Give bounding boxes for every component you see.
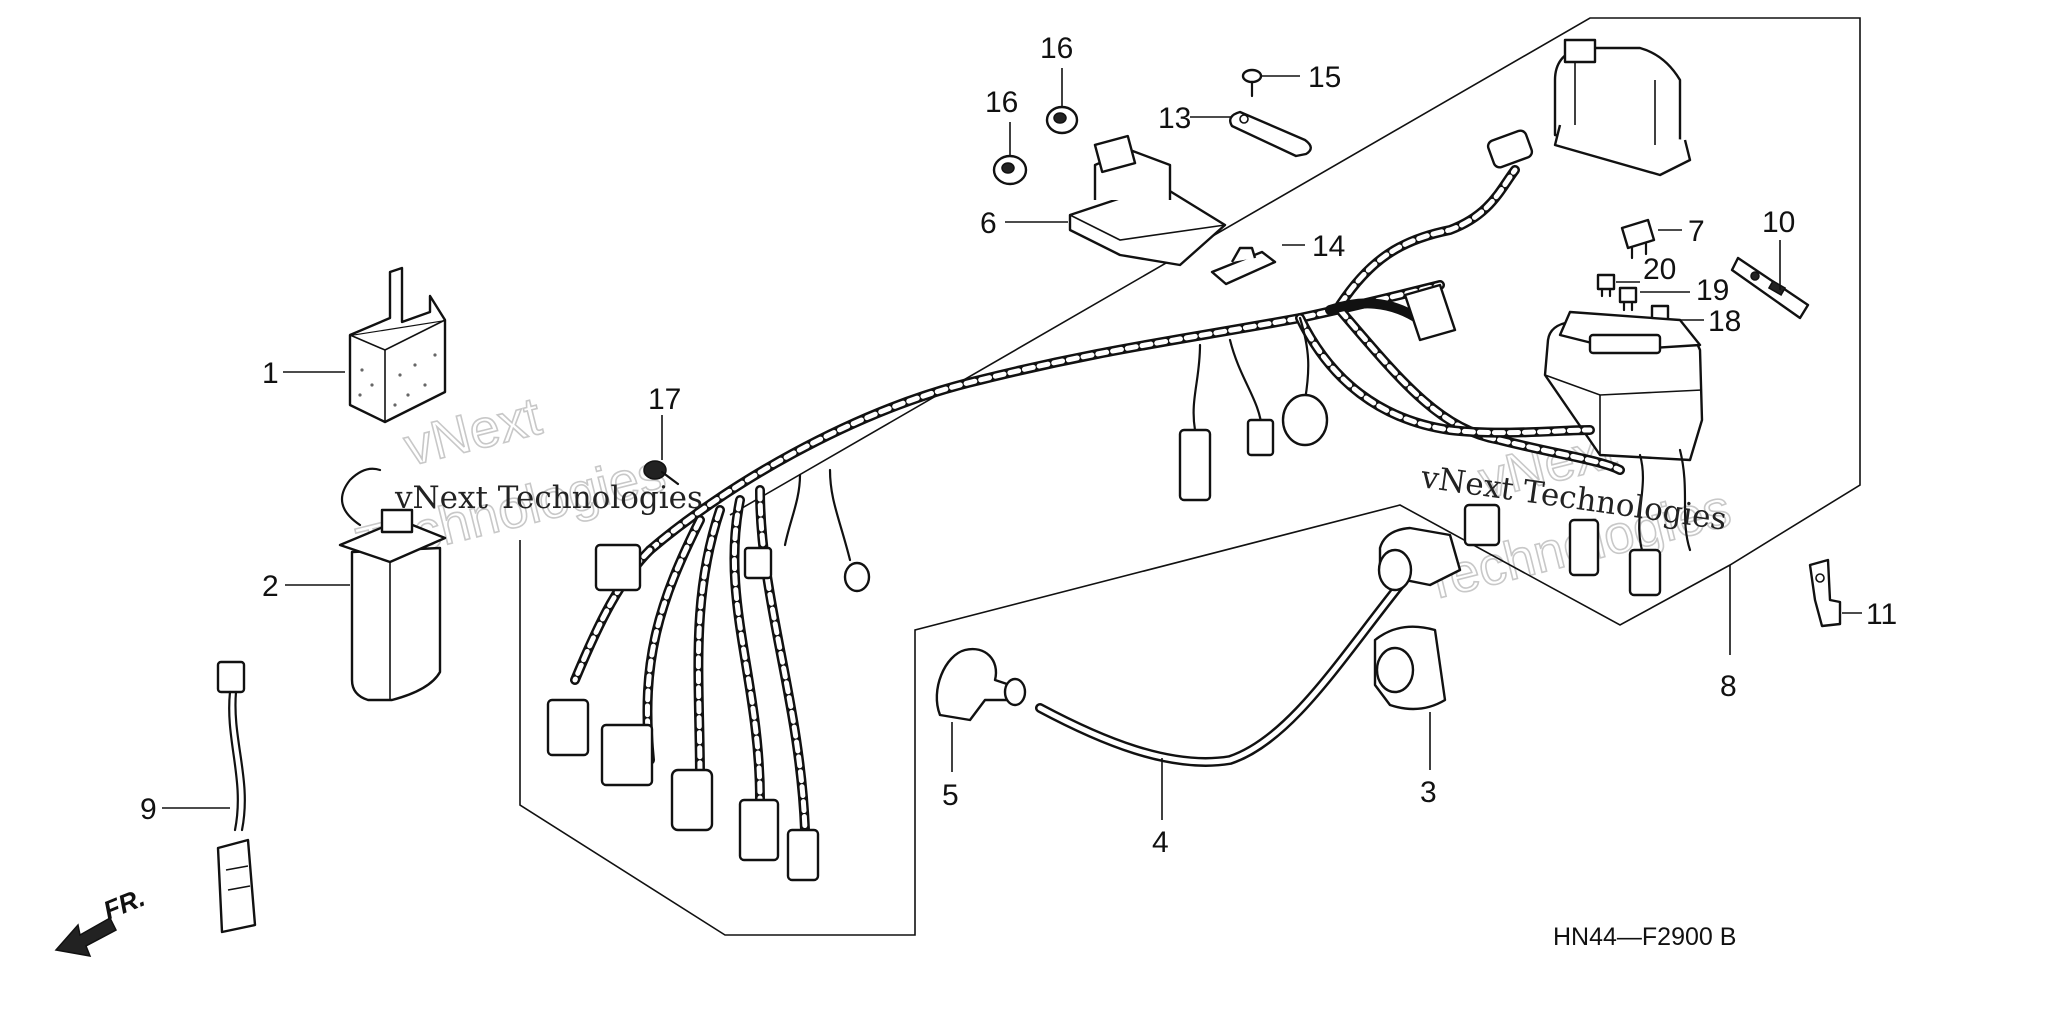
diagram-code: HN44—F2900 B — [1553, 923, 1736, 951]
callout-18: 18 — [1708, 305, 1741, 338]
part-7-main-fuse — [1620, 218, 1656, 260]
callout-14: 14 — [1312, 230, 1345, 263]
callout-16b: 16 — [1040, 32, 1073, 65]
part-10-fuse-plate — [1730, 256, 1810, 320]
harness-group-outline — [519, 17, 1861, 936]
callout-3: 3 — [1420, 776, 1437, 809]
part-9-sub-harness — [216, 660, 257, 934]
callout-9: 9 — [140, 793, 157, 826]
fuse-box-body — [1543, 310, 1704, 562]
callout-1: 1 — [262, 357, 279, 390]
ignition-coil — [1377, 526, 1462, 592]
callout-6: 6 — [980, 207, 997, 240]
callout-5: 5 — [942, 779, 959, 812]
callout-20: 20 — [1643, 253, 1676, 286]
harness-connectors — [546, 129, 1662, 882]
part-17-bolt — [643, 460, 680, 486]
callout-4: 4 — [1152, 826, 1169, 859]
part-6-regulator-rectifier — [1068, 134, 1227, 267]
part-11-bracket — [1808, 558, 1842, 628]
callout-8: 8 — [1720, 670, 1737, 703]
part-16-grommet-b — [1045, 105, 1079, 135]
main-wire-harness — [570, 165, 1625, 835]
callout-15: 15 — [1308, 61, 1341, 94]
front-label: FR. — [99, 882, 149, 926]
part-1-cover — [348, 266, 447, 424]
fuse-box-cover — [1553, 38, 1692, 177]
part-19-fuse — [1618, 286, 1638, 312]
callout-11: 11 — [1866, 598, 1897, 631]
part-13-stay — [1229, 110, 1312, 158]
callout-10: 10 — [1762, 206, 1795, 239]
callout-16a: 16 — [985, 86, 1018, 119]
callout-2: 2 — [262, 570, 279, 603]
part-15-screw — [1241, 68, 1263, 98]
callout-13: 13 — [1158, 102, 1191, 135]
part-4-high-tension-cord — [1035, 580, 1405, 767]
watermark-text-left: vNext Technologies — [394, 480, 703, 516]
part-20-fuse — [1596, 273, 1616, 298]
callout-19: 19 — [1696, 274, 1729, 307]
front-direction-arrow: FR. — [54, 882, 149, 957]
part-2-cdi-unit — [338, 467, 447, 702]
part-16-grommet-a — [992, 154, 1028, 186]
callout-7: 7 — [1688, 215, 1705, 248]
callout-17: 17 — [648, 383, 681, 416]
part-5-spark-plug-cap — [935, 647, 1027, 722]
part-14-clip — [1210, 246, 1277, 286]
part-3-coil-rubber — [1373, 625, 1447, 711]
